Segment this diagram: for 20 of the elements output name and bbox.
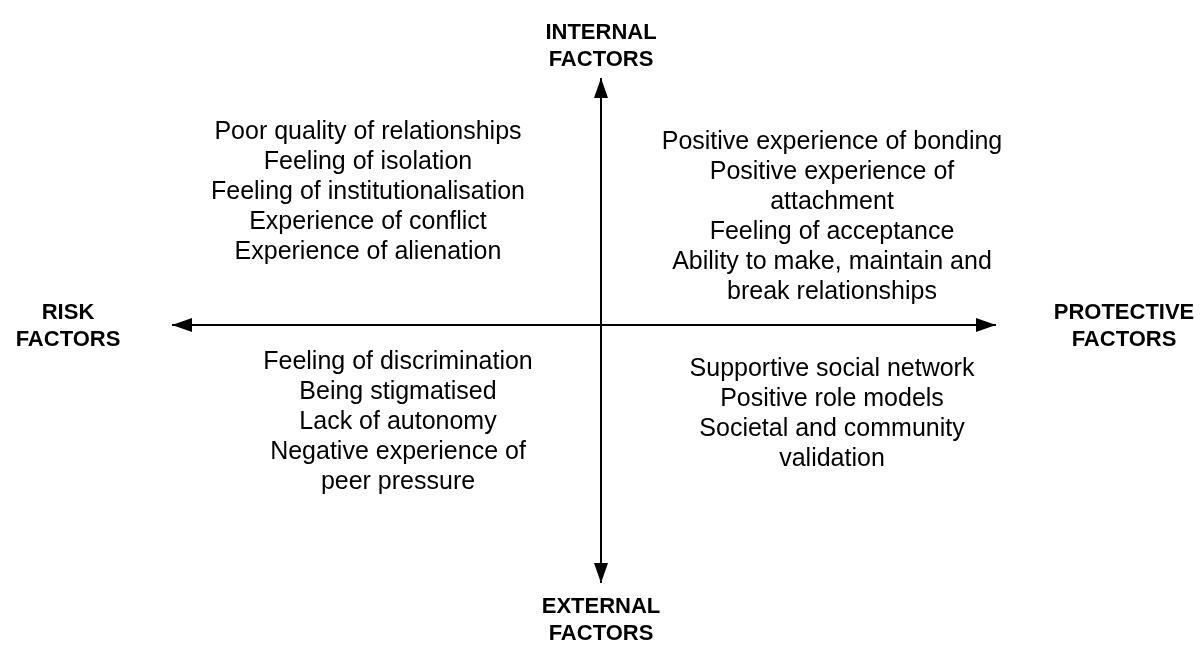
axis-label: PROTECTIVE FACTORS xyxy=(1052,298,1196,352)
factor-text: Positive role models xyxy=(720,382,944,412)
axis-label: INTERNAL FACTORS xyxy=(544,18,658,72)
factor-text: Ability to make, maintain and break relationships xyxy=(671,245,993,305)
factor-text: Feeling of discrimination xyxy=(263,345,533,375)
factor-text: Negative experience of peer pressure xyxy=(269,435,527,495)
factor-text: Feeling of institutionalisation xyxy=(210,175,526,205)
factor-text: Supportive social network xyxy=(689,352,975,382)
axis-label: EXTERNAL FACTORS xyxy=(540,592,662,646)
factor-text: Feeling of acceptance xyxy=(709,215,955,245)
factor-text: Feeling of isolation xyxy=(263,145,473,175)
factor-text: Lack of autonomy xyxy=(299,405,497,435)
factor-text: Poor quality of relationships xyxy=(214,115,522,145)
factor-text: Positive experience of attachment xyxy=(708,155,956,215)
axis-label: RISK FACTORS xyxy=(14,298,122,352)
factor-text: Experience of alienation xyxy=(234,235,502,265)
factor-text: Positive experience of bonding xyxy=(661,125,1003,155)
factor-text: Being stigmatised xyxy=(299,375,497,405)
factor-text: Experience of conflict xyxy=(249,205,487,235)
factor-text: Societal and community validation xyxy=(698,412,966,472)
